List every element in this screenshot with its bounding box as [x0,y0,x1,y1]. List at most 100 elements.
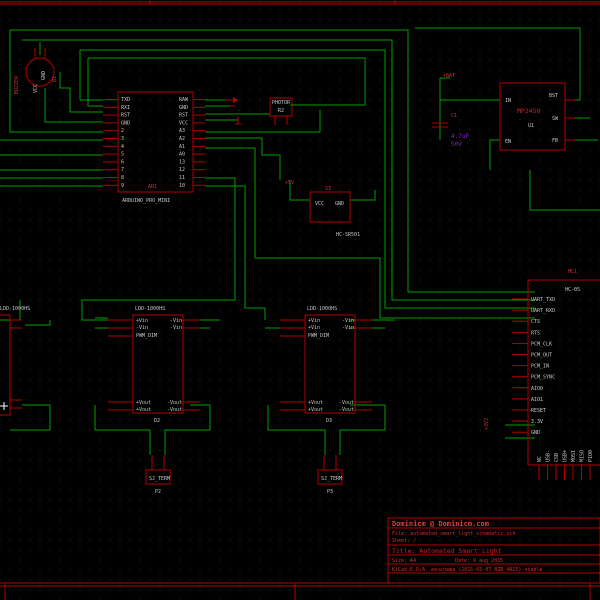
arduino-right-pin-label: 13 [179,159,185,165]
pir-pin-gnd: GND [335,201,344,207]
buzzer-symbol[interactable]: BUZZER VCC GND B1 [14,48,58,94]
hc05-bottom-pin-label: MOSI [571,450,577,462]
pir-value: HC-SR501 [336,232,360,238]
arduino-right-pin-label: A1 [179,144,185,150]
reg-pin-in: IN [505,98,511,104]
ldd2-pin-nvin1: -Vin [170,318,182,324]
ldd3-pin-vin1: +Vin [308,318,320,324]
hc05-pin-label: UART_RXD [531,308,555,314]
ldd3-symbol[interactable]: LDD-1000HS +Vin +Vin PWM_DIM -Vin -Vin +… [280,306,372,424]
arduino-right-pin-label: GND [179,105,188,111]
ldd3-pin-pwm: PWM_DIM [308,333,329,339]
photores-value: PHOTOR [272,100,291,106]
ldd2-value: LDD-1000HS [135,306,165,312]
arduino-left-pin-label: 3 [121,136,124,142]
arduino-left-pin-label: 5 [121,152,124,158]
photoresistor-symbol[interactable]: PHOTOR R2 [269,97,293,125]
title-block: Dominicm @ Dominicm.com File: automated_… [387,517,600,584]
ldd3-pin-nvout2: -Vout [339,407,354,413]
title-block-kicad: KiCad E.D.A. eeschema (2015-03-07 BZR 40… [392,567,543,573]
hc05-pin-label: PCM_IN [531,364,549,370]
hc05-pin-label: RESET [531,408,546,414]
hc05-pin-label: PCM_SYNC [531,375,555,381]
reg-ref: U1 [528,123,534,129]
pir-symbol[interactable]: VCC GND S3 HC-SR501 [309,186,360,238]
hc05-pin-label: AIO0 [531,386,543,392]
title-block-date: Date: 9 aug 2015 [455,558,503,564]
arduino-left-pin-label: RST [121,113,130,119]
ldd3-pin-nvout1: -Vout [339,400,354,406]
arduino-right-pin-label: 10 [179,183,185,189]
arduino-right-pin-label: 11 [179,175,185,181]
arduino-ref: AR1 [148,184,157,190]
ldd3-pin-vout2: +Vout [308,407,323,413]
arduino-right-pin-label: A2 [179,136,185,142]
connector-p3[interactable]: SJ_TERM P3 [317,455,343,495]
hc05-bottom-pin-label: USB- [546,450,552,462]
hc05-pin-label: GND [531,430,540,436]
arduino-left-pin-label: 9 [121,183,124,189]
arduino-left-pin-label: 4 [121,144,124,150]
pir-ref: S3 [325,186,331,192]
arduino-left-pin-label: RXI [121,105,130,111]
hc05-bottom-pin-label: MISO [580,450,586,462]
hc05-power-flag: +3V3 [484,418,490,430]
arduino-right-pin-label: 12 [179,167,185,173]
title-block-title: Title: Automated Smart Light [392,547,502,555]
reg-pin-en: EN [505,139,511,145]
title-block-file: File: automated_smart_light_schematic.sc… [392,531,515,537]
arduino-left-pin-label: 8 [121,175,124,181]
ldd2-pin-nvout1: -Vout [167,400,182,406]
buzzer-pin-vcc: VCC [33,84,39,93]
arduino-left-pin-label: 6 [121,159,124,165]
cursor-crosshair-icon [0,402,8,410]
cap-ref: C1 [451,113,457,119]
reg-pin-bst: BST [549,93,558,99]
ldd2-pin-vout1: +Vout [136,400,151,406]
connector-p2[interactable]: SJ_TERM P2 [145,455,171,495]
arduino-left-pin-label: TXD [121,97,130,103]
arduino-value: ARDUINO_PRO_MINI [122,198,170,204]
arduino-right-pin-label: RAW [179,97,189,103]
ldd2-pin-nvin2: -Vin [170,325,182,331]
reg-value: MP2456 [517,107,541,115]
reg-pin-fb: FB [552,138,558,144]
hc05-pin-label: UART_TXD [531,297,555,303]
ldd3-value: LDD-1000HS [307,306,337,312]
power-flags: +BAT +5V +3V3 [225,73,490,430]
hc05-pin-label: PCM_CLK [531,341,552,347]
arduino-right-pin-label: A0 [179,152,185,158]
hc05-value: HC-05 [565,287,580,293]
ldd1-value: LDD-1000HS [0,306,30,312]
arduino-right-pin-label: RST [179,113,188,119]
pir-power-flag: +5V [285,180,294,186]
ldd3-pin-nvin1: -Vin [342,318,354,324]
cap-value: 4.7uF [451,133,469,140]
hc05-bottom-pin-label: PIO0 [588,450,594,462]
hc05-pin-label: AIO1 [531,397,543,403]
hc05-symbol[interactable]: HC1 HC-05 UART_TXDUART_RXDCTSRTSPCM_CLKP… [512,269,600,480]
ldd1-symbol[interactable]: LDD-1000HS [0,306,30,416]
regulator-symbol[interactable]: IN EN BST SW FB MP2456 U1 [499,82,575,151]
ldd3-pin-vin2: +Vin [308,325,320,331]
title-block-author: Dominicm @ Dominicm.com [392,520,489,528]
ldd2-ref: D2 [154,418,160,424]
cap-voltage: 50V [451,141,462,148]
arduino-right-pin-label: VCC [179,120,188,126]
p2-value: SJ_TERM [149,476,170,482]
hc05-ref: HC1 [568,269,577,275]
hc05-bottom-pin-label: USB+ [563,450,569,462]
capacitor-symbol[interactable]: C1 4.7uF 50V [432,113,469,148]
ldd2-symbol[interactable]: LDD-1000HS +Vin -Vin PWM_DIM -Vin -Vin +… [108,306,200,424]
arduino-left-pin-label: 7 [121,167,124,173]
p3-ref: P3 [327,489,333,495]
hc05-pin-label: 3.3V [531,419,543,425]
p2-ref: P2 [155,489,161,495]
wires [0,27,600,455]
ldd3-pin-vout1: +Vout [308,400,323,406]
